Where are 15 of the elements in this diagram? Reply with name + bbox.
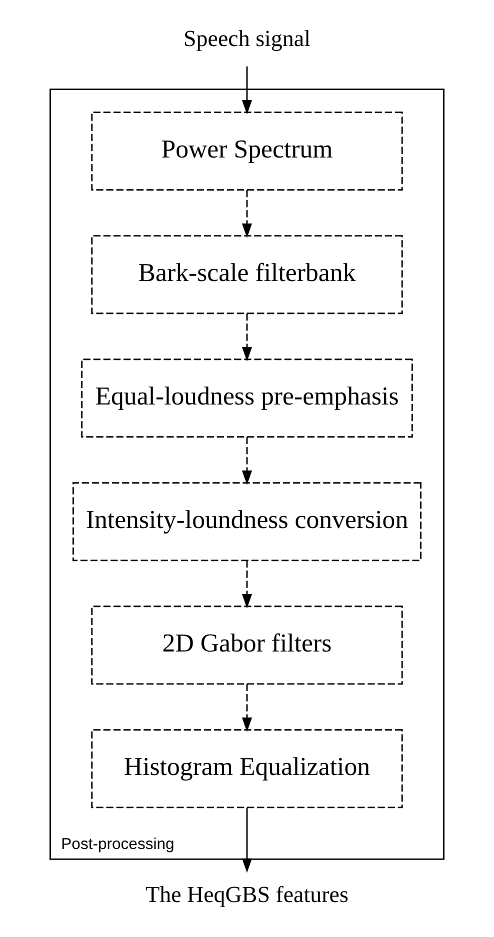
- node-box: Power Spectrum: [91, 112, 403, 191]
- node-box: Bark-scale filterbank: [91, 235, 403, 314]
- arrow: [242, 66, 252, 114]
- node-text: Speech signal: [184, 26, 310, 51]
- arrow: [242, 314, 252, 362]
- arrow: [242, 190, 252, 238]
- node-box: Histogram Equalization: [91, 729, 403, 808]
- arrow: [242, 684, 252, 732]
- arrow: [242, 437, 252, 485]
- node-box: Equal-loudness pre-emphasis: [81, 358, 413, 438]
- arrow: [242, 808, 252, 873]
- node-box: 2D Gabor filters: [91, 606, 403, 685]
- node-text: The HeqGBS features: [146, 882, 348, 907]
- arrow: [242, 560, 252, 608]
- node-box: Intensity-loundness conversion: [72, 482, 422, 562]
